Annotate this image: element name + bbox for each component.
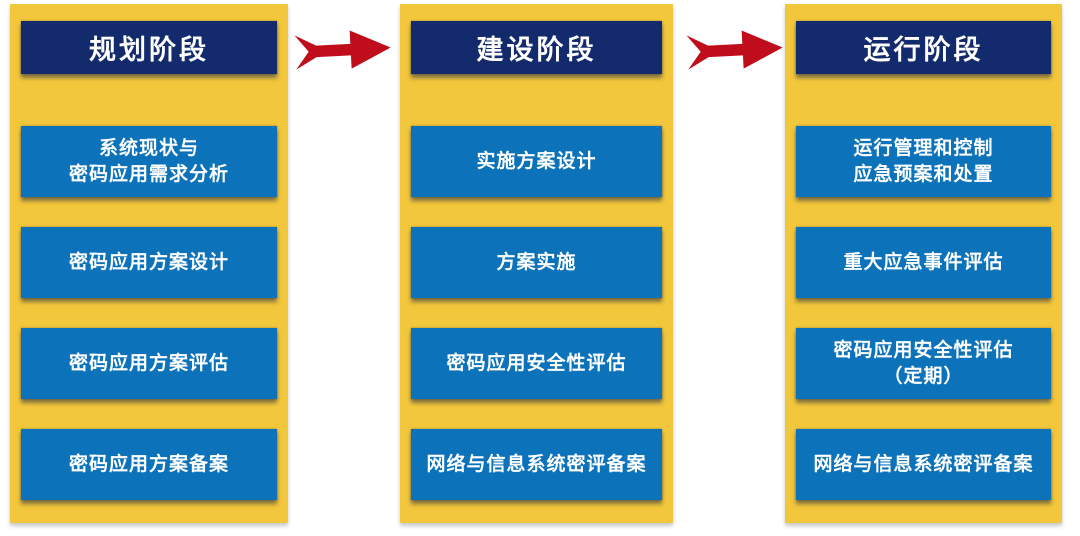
phase-title: 建设阶段	[476, 35, 597, 65]
phase-header-planning: 规划阶段	[21, 21, 277, 74]
step-box-scheme-assessment: 密码应用方案评估	[21, 328, 277, 399]
column-operation-phase: 运行阶段 运行管理和控制 应急预案和处置 重大应急事件评估 密码应用安全性评估 …	[785, 4, 1062, 523]
step-label-line: 密码应用方案备案	[68, 453, 229, 475]
arrow-right-icon	[686, 30, 783, 70]
step-box-system-status-analysis: 系统现状与 密码应用需求分析	[21, 126, 277, 197]
phase-header-construction: 建设阶段	[411, 21, 662, 74]
step-box-major-incident-assessment: 重大应急事件评估	[796, 227, 1051, 298]
step-label-line: 运行管理和控制	[853, 137, 994, 159]
step-label-line: 方案实施	[496, 251, 577, 273]
step-box-implementation-design: 实施方案设计	[411, 126, 662, 197]
step-label-line: 重大应急事件评估	[843, 251, 1004, 273]
step-label-line: 密码应用安全性评估	[446, 352, 627, 374]
step-box-security-assessment: 密码应用安全性评估	[411, 328, 662, 399]
phase-title: 规划阶段	[89, 35, 209, 65]
phase-header-operation: 运行阶段	[796, 21, 1051, 74]
phase-title: 运行阶段	[863, 35, 984, 65]
step-box-scheme-filing: 密码应用方案备案	[21, 429, 277, 500]
step-label-line: （定期）	[883, 365, 964, 387]
step-label-line: 网络与信息系统密评备案	[813, 453, 1034, 475]
step-label-line: 密码应用方案评估	[68, 352, 229, 374]
step-box-scheme-design: 密码应用方案设计	[21, 227, 277, 298]
column-planning-phase: 规划阶段 系统现状与 密码应用需求分析 密码应用方案设计 密码应用方案评估 密码…	[10, 4, 288, 523]
step-label-line: 应急预案和处置	[853, 163, 994, 185]
step-box-network-system-filing: 网络与信息系统密评备案	[411, 429, 662, 500]
arrow-right-icon	[294, 30, 391, 70]
step-label-line: 密码应用需求分析	[68, 163, 229, 185]
step-label-line: 系统现状与	[98, 137, 199, 159]
step-label-line: 实施方案设计	[476, 150, 597, 172]
step-box-periodic-security-assessment: 密码应用安全性评估 （定期）	[796, 328, 1051, 399]
step-label-line: 密码应用方案设计	[68, 251, 229, 273]
step-box-operation-management: 运行管理和控制 应急预案和处置	[796, 126, 1051, 197]
step-box-network-system-filing: 网络与信息系统密评备案	[796, 429, 1051, 500]
step-label-line: 网络与信息系统密评备案	[426, 453, 647, 475]
step-box-implementation: 方案实施	[411, 227, 662, 298]
column-construction-phase: 建设阶段 实施方案设计 方案实施 密码应用安全性评估 网络与信息系统密评备案	[400, 4, 673, 523]
step-label-line: 密码应用安全性评估	[833, 339, 1014, 361]
